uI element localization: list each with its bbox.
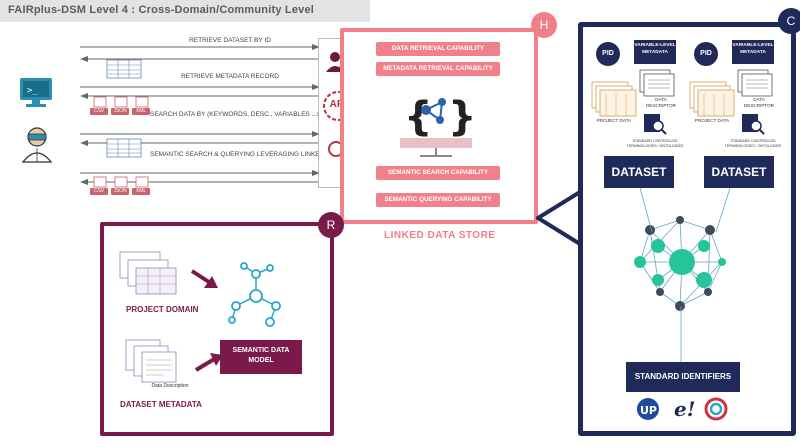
request-label-2: Retrieve Metadata Record	[181, 73, 279, 80]
badge-r: R	[318, 212, 344, 238]
csv-file-icon: CSV	[90, 108, 108, 115]
standard-identifiers-box: STANDARD IDENTIFIERS	[626, 362, 740, 392]
data-descriptor-label-2: Data Descriptor	[743, 97, 775, 108]
std-terms-label-2: Standard Controlled Terminologies / Onto…	[724, 139, 782, 148]
variable-metadata-box-1: Variable-level Metadata	[634, 40, 676, 64]
linked-data-icon: { }	[400, 94, 476, 157]
arrow-left-1	[80, 56, 320, 62]
arrow-right-4	[80, 170, 320, 176]
dataset-docs-icon-1	[591, 69, 675, 117]
dataset-metadata-label: DATASET METADATA	[120, 400, 202, 409]
svg-text:>_: >_	[27, 86, 38, 96]
file-doc-icons	[93, 176, 149, 188]
xml-file-icon: XML	[132, 108, 150, 115]
ontology-search-icon-2	[742, 114, 765, 135]
request-label-3: Search Data by (keywords, desc., variabl…	[150, 111, 333, 118]
json-file-icon: JSON	[111, 188, 129, 195]
api-label: API	[329, 99, 347, 110]
knowledge-graph-icon	[634, 216, 726, 311]
std-terms-label-1: Standard Controlled Terminologies / Onto…	[626, 139, 684, 148]
title-bar	[0, 0, 370, 22]
svg-text:e!: e!	[674, 397, 696, 421]
researcher-icon	[21, 127, 53, 163]
arrow-docs-to-model	[194, 353, 223, 372]
linked-data-store-label: LINKED DATA STORE	[384, 230, 496, 241]
project-box	[100, 222, 334, 436]
domain-graph-icon	[228, 262, 281, 327]
project-data-label-1: Project Data	[596, 118, 632, 123]
request-label-4: Semantic Search & Querying leveraging Li…	[150, 151, 343, 158]
badge-h: H	[531, 12, 557, 38]
xml-file-icon: XML	[132, 188, 150, 195]
data-description-label: Data Description	[151, 383, 189, 389]
request-label-1: Retrieve Dataset By ID	[189, 37, 271, 44]
badge-c: C	[778, 8, 800, 34]
page-title: FAIRplus-DSM Level 4 : Cross-Domain/Comm…	[8, 4, 315, 16]
capability-semantic-querying: Semantic Querying Capability	[376, 193, 500, 207]
variable-metadata-box-2: Variable-level Metadata	[732, 40, 774, 64]
file-formats-row-1: CSV JSON XML	[90, 96, 152, 118]
json-file-icon: JSON	[111, 108, 129, 115]
metadata-docs-icon	[125, 339, 177, 383]
project-data-label-2: Project Data	[694, 118, 730, 123]
project-domain-label: PROJECT DOMAIN	[126, 305, 199, 314]
dataset-graph-links	[639, 188, 731, 233]
computer-icon: >_	[20, 78, 52, 107]
dataset-docs-icon-2	[689, 69, 773, 117]
arrow-left-2	[80, 93, 320, 99]
csv-file-icon: CSV	[90, 188, 108, 195]
data-descriptor-label-1: Data Descriptor	[645, 97, 677, 108]
file-doc-icons	[93, 96, 149, 108]
arrow-tables-to-model	[190, 269, 218, 288]
arrow-right-2	[80, 84, 320, 90]
pid-badge-2: PID	[694, 42, 718, 66]
semantic-data-model-box: SEMANTIC DATA MODEL	[220, 340, 302, 374]
table-icon-2	[106, 138, 142, 158]
capability-metadata-retrieval: Metadata Retrieval Capability	[376, 62, 500, 76]
arrow-right-1	[80, 44, 320, 50]
pid-badge-1: PID	[596, 42, 620, 66]
project-tables-icon	[119, 251, 177, 295]
linked-data-store-box	[340, 28, 538, 224]
ontology-search-icon-1	[644, 114, 667, 135]
svg-text:}: }	[448, 94, 476, 140]
identifier-logos: UP e!	[637, 397, 728, 421]
arrow-right-3	[80, 131, 320, 137]
svg-text:UP: UP	[640, 404, 657, 417]
file-formats-row-2: CSV JSON XML	[90, 176, 152, 198]
graph-to-ids-link	[680, 306, 682, 364]
dataset-box-1: DATASET	[604, 156, 674, 188]
capability-semantic-search: Semantic Search Capability	[376, 166, 500, 180]
svg-text:{: {	[404, 94, 432, 140]
dataset-box-2: DATASET	[704, 156, 774, 188]
table-icon-1	[106, 59, 142, 79]
capability-data-retrieval: Data Retrieval Capability	[376, 42, 500, 56]
